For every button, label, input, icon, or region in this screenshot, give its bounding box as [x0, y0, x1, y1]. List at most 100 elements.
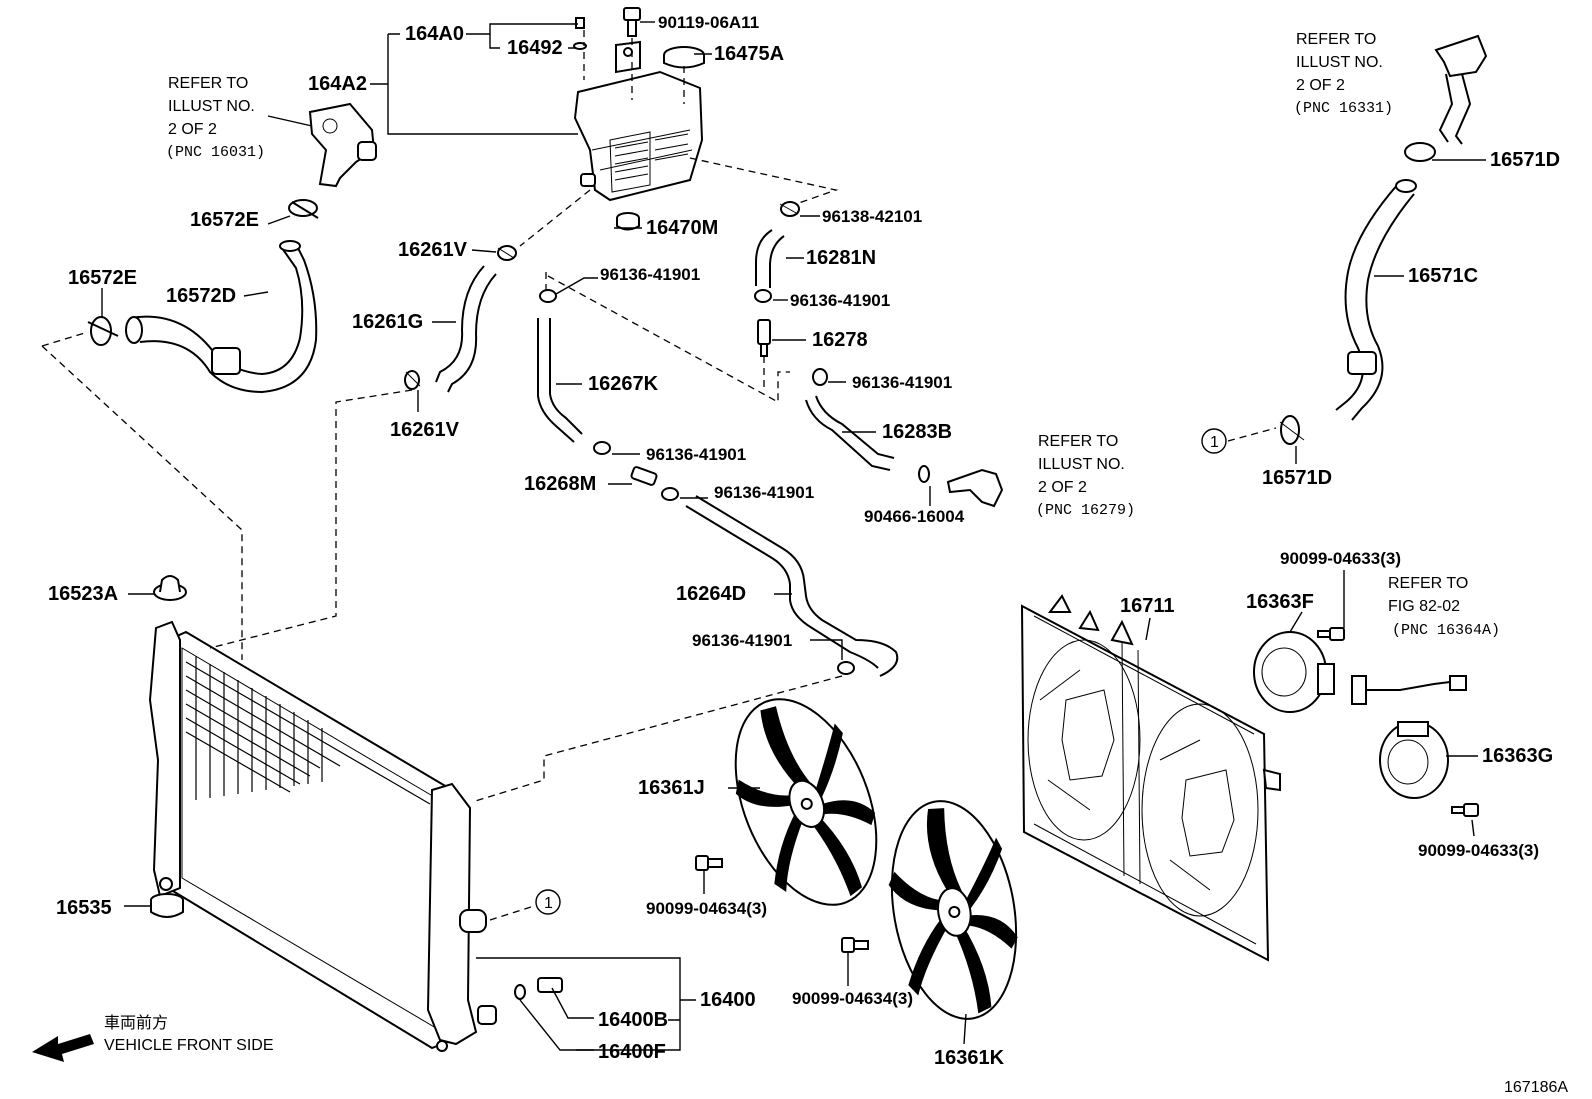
label-16523a: 16523A	[48, 583, 118, 605]
label-90099-04633-lower: 90099-04633(3)	[1418, 841, 1539, 860]
hose-clamp-on-16572d	[211, 347, 241, 375]
radiator-hose-16572d	[129, 243, 318, 394]
label-16261v-lower: 16261V	[390, 419, 460, 441]
label-96136-41901-e: 96136-41901	[714, 483, 814, 502]
fan-motor-16363f	[1253, 631, 1335, 713]
label-16363f: 16363F	[1246, 591, 1314, 613]
label-16535: 16535	[56, 897, 112, 919]
bolt-90119	[623, 7, 641, 37]
note-16364a-line2: FIG 82-02	[1388, 598, 1460, 615]
figure-id: 167186A	[1504, 1079, 1568, 1096]
note-16031-line3: 2 OF 2	[168, 121, 217, 138]
note-16331-line1: REFER TO	[1296, 31, 1376, 48]
screw-90099-04633-lower	[1451, 803, 1479, 817]
label-90099-04633-upper: 90099-04633(3)	[1280, 549, 1401, 568]
clamp-96136-c	[593, 441, 611, 455]
clamp-16261v-upper	[497, 245, 517, 261]
label-96136-41901-d: 96136-41901	[646, 445, 746, 464]
callout-marker-radiator-text: 1	[544, 895, 553, 912]
clamp-16571d-lower	[1279, 415, 1305, 445]
label-90119-06a11: 90119-06A11	[658, 13, 759, 32]
wire-harness-16364a	[1351, 675, 1467, 705]
label-16400: 16400	[700, 989, 756, 1011]
o-ring-16492	[573, 42, 587, 50]
drain-plug-16470m	[616, 212, 640, 231]
label-16400f: 16400F	[598, 1041, 666, 1063]
label-96136-41901-a: 96136-41901	[600, 265, 700, 284]
hose-16267k	[537, 318, 583, 443]
label-16572e-lower: 16572E	[68, 267, 137, 289]
label-96136-41901-c: 96136-41901	[852, 373, 952, 392]
clamp-96136-a	[754, 289, 772, 303]
note-16331-line2: ILLUST NO.	[1296, 54, 1383, 71]
label-16261v-upper: 16261V	[398, 239, 468, 261]
note-16364a-line1: REFER TO	[1388, 575, 1468, 592]
radiator-core	[148, 620, 497, 1052]
clamp-96136-e	[661, 487, 679, 501]
label-16278: 16278	[812, 329, 868, 351]
note-16279-line3: 2 OF 2	[1038, 479, 1087, 496]
fan-shroud-16711	[1020, 594, 1281, 962]
vehicle-front-arrow	[32, 1034, 94, 1062]
label-16571d-upper: 16571D	[1490, 149, 1560, 171]
label-16572e-upper: 16572E	[190, 209, 259, 231]
callout-marker-top: 1	[1201, 427, 1277, 454]
hose-16261g	[435, 265, 497, 393]
label-16571c: 16571C	[1408, 265, 1478, 287]
clamp-96136-b	[539, 289, 557, 303]
note-16031-line1: REFER TO	[168, 75, 248, 92]
direction-label-en: VEHICLE FRONT SIDE	[104, 1037, 274, 1054]
hose-16283b	[805, 395, 895, 471]
clamp-96136-f	[837, 661, 855, 675]
valve-16278	[757, 319, 771, 357]
label-16361j: 16361J	[638, 777, 705, 799]
hose-clamp-16572e-lower	[87, 316, 119, 346]
direction-label-jp: 車両前方	[104, 1014, 168, 1032]
hose-16281n	[755, 229, 785, 288]
screw-90099-04634-right	[841, 937, 869, 953]
fan-16361k	[888, 800, 1018, 1020]
note-16279-line2: ILLUST NO.	[1038, 456, 1125, 473]
label-96138-42101: 96138-42101	[822, 207, 922, 226]
drain-cock-16400b	[514, 977, 563, 1000]
part-labels: 164A0 16492 90119-06A11 16475A 164A2 165…	[48, 13, 1560, 1069]
label-90099-04634-right: 90099-04634(3)	[792, 989, 913, 1008]
label-16361k: 16361K	[934, 1047, 1005, 1069]
label-90099-04634-left: 90099-04634(3)	[646, 899, 767, 918]
screw-90099-04633-upper	[1317, 627, 1345, 641]
callout-marker-radiator: 1	[489, 889, 561, 921]
label-96136-41901-b: 96136-41901	[790, 291, 890, 310]
note-16279-line1: REFER TO	[1038, 433, 1118, 450]
clamp-16571d-upper	[1404, 142, 1436, 162]
label-16572d: 16572D	[166, 285, 236, 307]
fan-16361j	[734, 698, 878, 906]
label-164a0: 164A0	[405, 23, 464, 45]
label-16470m: 16470M	[646, 217, 718, 239]
note-16364a-line3: (PNC 16364A)	[1392, 622, 1500, 639]
label-16268m: 16268M	[524, 473, 596, 495]
note-16279-line4: (PNC 16279)	[1036, 502, 1135, 519]
dashed-guide-lines	[41, 30, 843, 803]
label-16363g: 16363G	[1482, 745, 1553, 767]
label-16261g: 16261G	[352, 311, 423, 333]
label-16281n: 16281N	[806, 247, 876, 269]
reservoir-plug	[575, 17, 585, 29]
label-16711: 16711	[1120, 595, 1175, 617]
radiator-support-cushion-lower	[150, 893, 184, 918]
screw-90099-04634-left	[695, 855, 723, 871]
label-90466-16004: 90466-16004	[864, 507, 965, 526]
note-16331-line4: (PNC 16331)	[1294, 100, 1393, 117]
hose-fitting-16279	[946, 468, 1004, 508]
radiator-hose-16571c	[1335, 183, 1415, 421]
water-outlet-housing	[308, 102, 377, 188]
water-inlet-16331	[1434, 34, 1488, 145]
label-16492: 16492	[507, 37, 563, 59]
label-16475a: 16475A	[714, 43, 784, 65]
label-164a2: 164A2	[308, 73, 367, 95]
hose-clamp-16572e-upper	[288, 199, 319, 219]
clamp-96138-42101	[779, 201, 800, 217]
label-16571d-lower: 16571D	[1262, 467, 1332, 489]
note-16031-line2: ILLUST NO.	[168, 98, 255, 115]
note-16331-line3: 2 OF 2	[1296, 77, 1345, 94]
